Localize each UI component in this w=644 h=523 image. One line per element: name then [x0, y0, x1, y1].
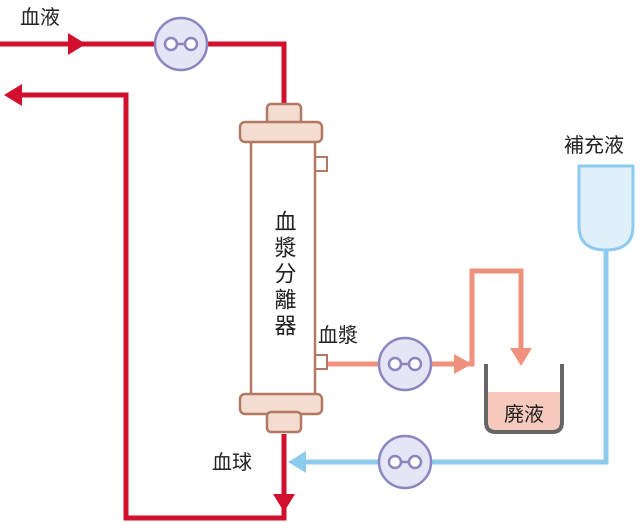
waste-container — [484, 364, 564, 434]
fluid-left-arrow-icon — [288, 451, 306, 473]
blood-pump-icon — [153, 16, 209, 72]
blood-return-line — [4, 84, 295, 521]
replacement-fluid-label: 補充液 — [564, 133, 624, 157]
blood-return-arrow-icon — [4, 84, 22, 106]
blood-cell-down-arrow-icon — [273, 494, 295, 512]
blood-cells-label: 血球 — [212, 450, 252, 474]
plasma-label: 血漿 — [318, 323, 358, 347]
blood-inlet-arrow-icon — [68, 33, 86, 55]
fluid-pump-icon — [377, 434, 433, 490]
plasma-separator — [238, 102, 328, 434]
plasma-right-arrow-icon — [454, 354, 472, 374]
separator-label: 血漿分離器 — [271, 210, 297, 340]
plasma-down-arrow-icon — [510, 348, 532, 366]
replacement-fluid-bag — [577, 164, 635, 252]
blood-inlet-line — [0, 33, 287, 104]
blood-inlet-label: 血液 — [20, 5, 60, 29]
plasma-pump-icon — [377, 336, 433, 392]
waste-fluid-label: 廃液 — [504, 402, 544, 426]
